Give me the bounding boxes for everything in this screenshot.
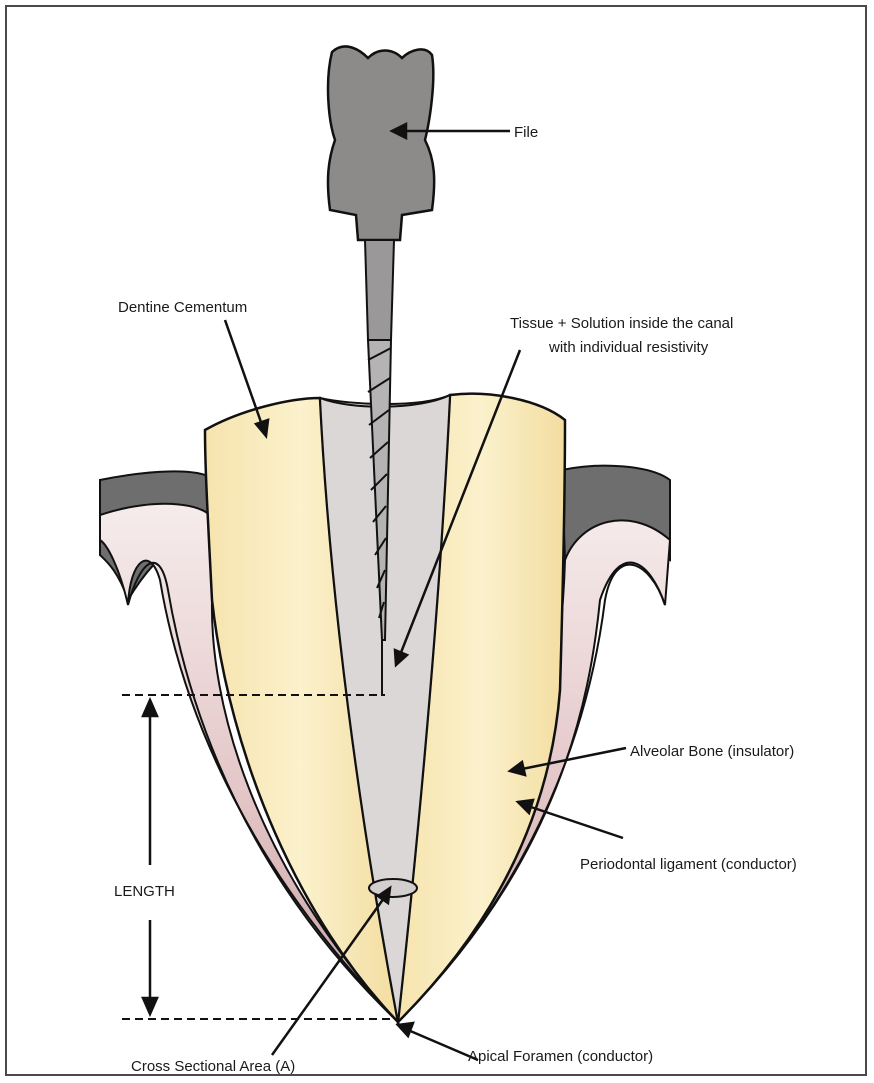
length-arrow	[143, 700, 157, 1014]
label-tissue-resistivity: with individual resistivity	[548, 339, 709, 356]
label-periodontal-ligament: Periodontal ligament (conductor)	[580, 856, 797, 873]
cross-section-ellipse	[369, 879, 417, 897]
label-tissue-solution: Tissue + Solution inside the canal	[510, 315, 733, 332]
file-shank	[365, 240, 394, 340]
label-alveolar-bone: Alveolar Bone (insulator)	[630, 743, 794, 760]
file-handle	[328, 46, 434, 240]
label-dentine-cementum: Dentine Cementum	[118, 299, 247, 316]
label-apical-foramen: Apical Foramen (conductor)	[468, 1048, 653, 1065]
label-cross-sectional-area: Cross Sectional Area (A)	[131, 1058, 295, 1075]
apical-leader-arrow	[398, 1023, 478, 1060]
label-length: LENGTH	[114, 883, 175, 900]
label-file: File	[514, 124, 538, 141]
